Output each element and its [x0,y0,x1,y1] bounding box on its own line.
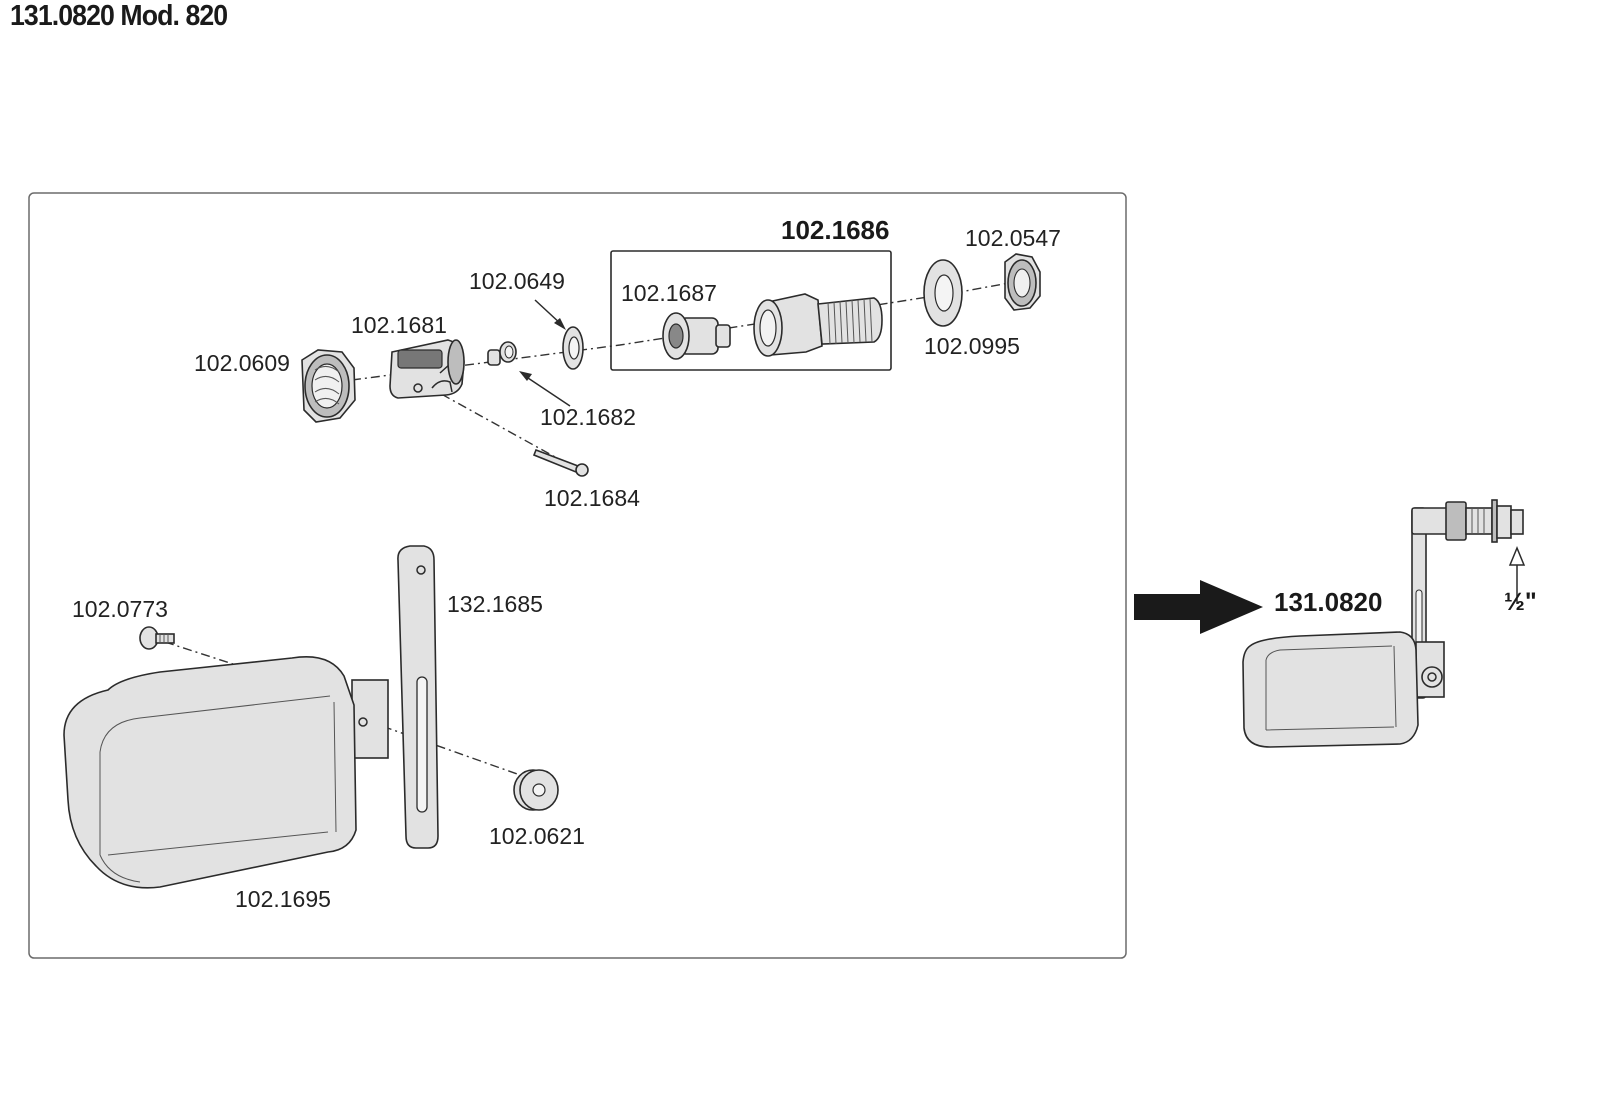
part-valve-insert-1687 [662,312,731,360]
label-102-0649: 102.0649 [469,268,565,294]
subassembly-box [610,250,892,371]
label-102-0773: 102.0773 [72,596,168,622]
label-102-1684: 102.1684 [544,485,640,511]
label-102-0609: 102.0609 [194,350,290,376]
label-102-0621: 102.0621 [489,823,585,849]
label-102-1681: 102.1681 [351,312,447,338]
part-labels: 102.0609 102.1681 102.0649 102.1682 102.… [72,215,1061,912]
assembled-float-valve: 131.0820 ½" [1242,499,1537,748]
assembly-arrow [1134,580,1263,634]
thread-size-label: ½" [1504,588,1537,616]
leader-arrows [519,299,571,407]
label-102-1687: 102.1687 [621,280,717,306]
part-float-1695 [63,656,389,889]
part-washer-0995 [923,259,963,327]
part-arm-1685 [397,545,439,849]
part-hex-nut-0547 [1004,253,1041,311]
part-knurled-nut-0621 [513,769,559,811]
label-102-1695: 102.1695 [235,886,331,912]
part-split-pin-1684 [532,448,589,477]
parts-frame [28,192,1127,959]
part-hex-nut-0609 [301,349,356,423]
label-102-1686: 102.1686 [781,215,889,245]
part-screw-0773 [139,626,175,650]
assembly-code-label: 131.0820 [1274,587,1382,617]
label-102-0995: 102.0995 [924,333,1020,359]
part-pin-1682 [487,341,517,366]
label-132-1685: 132.1685 [447,591,543,617]
part-housing-1681 [389,339,465,399]
label-102-0547: 102.0547 [965,225,1061,251]
label-102-1682: 102.1682 [540,404,636,430]
part-washer-0649 [562,326,584,370]
part-valve-body-1686 [753,293,883,357]
page-title: 131.0820 Mod. 820 [10,0,228,32]
